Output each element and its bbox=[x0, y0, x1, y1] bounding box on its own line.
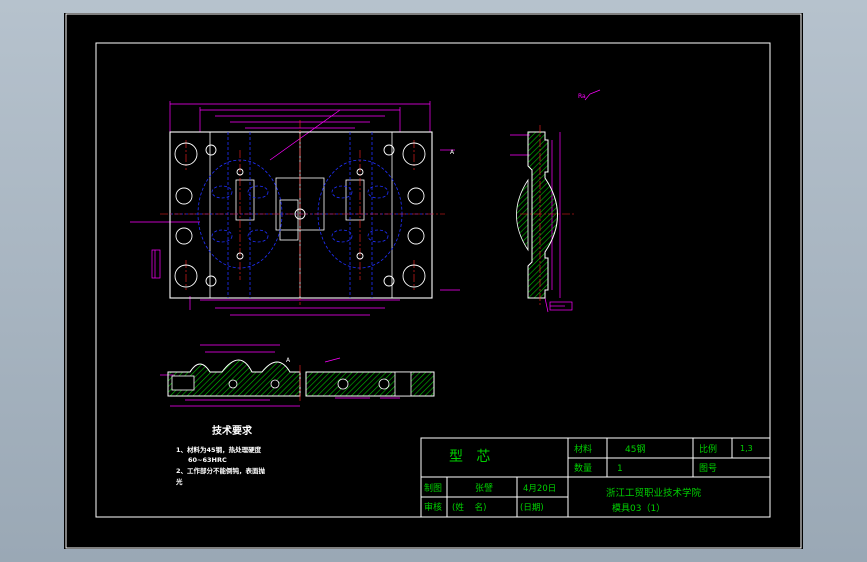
tech-heading: 技术要求 bbox=[212, 424, 253, 437]
quantity-label: 数量 bbox=[574, 462, 592, 474]
date-value: 4月20日 bbox=[523, 484, 556, 494]
side-view: Ra bbox=[510, 89, 601, 313]
title-block: 型 芯 材料 45钢 比例 1,3 数量 1 图号 制图 张譬 4月20日 审核… bbox=[420, 437, 771, 518]
top-view-dimensions bbox=[130, 101, 460, 316]
scale-value: 1,3 bbox=[740, 444, 753, 453]
name-placeholder: (姓 名) bbox=[452, 502, 486, 513]
svg-text:A: A bbox=[286, 357, 291, 364]
tech-item1-line1: 1、材料为45钢，热处理硬度 bbox=[176, 445, 262, 454]
school-name: 浙江工贸职业技术学院 bbox=[606, 487, 702, 499]
front-view: A bbox=[160, 344, 435, 407]
checker-label: 审核 bbox=[424, 501, 442, 513]
date-placeholder: (日期) bbox=[520, 503, 544, 513]
material-label: 材料 bbox=[574, 443, 592, 455]
material-value: 45钢 bbox=[625, 443, 645, 455]
section-mark-a: A bbox=[450, 149, 455, 156]
top-view: A bbox=[130, 101, 460, 316]
cad-drawing: A Ra bbox=[65, 13, 802, 549]
tech-item2-line1: 2、工作部分不能倒钝，表面抛 bbox=[176, 466, 266, 475]
tech-item1-line2: 60~63HRC bbox=[188, 456, 227, 464]
project-name: 模具03（1） bbox=[612, 503, 665, 514]
roughness-symbol: Ra bbox=[578, 93, 586, 100]
quantity-value: 1 bbox=[617, 464, 623, 474]
drawer-label: 制图 bbox=[424, 482, 442, 494]
outer-border bbox=[65, 13, 802, 549]
part-name: 型 芯 bbox=[449, 449, 490, 465]
drawer-name: 张譬 bbox=[475, 482, 493, 494]
drawing-viewport[interactable]: A Ra bbox=[64, 13, 803, 549]
drawing-no-label: 图号 bbox=[699, 463, 717, 474]
scale-label: 比例 bbox=[699, 443, 717, 455]
tech-requirements: 技术要求 1、材料为45钢，热处理硬度 60~63HRC 2、工作部分不能倒钝，… bbox=[175, 424, 266, 486]
tech-item2-line2: 光 bbox=[175, 477, 183, 486]
